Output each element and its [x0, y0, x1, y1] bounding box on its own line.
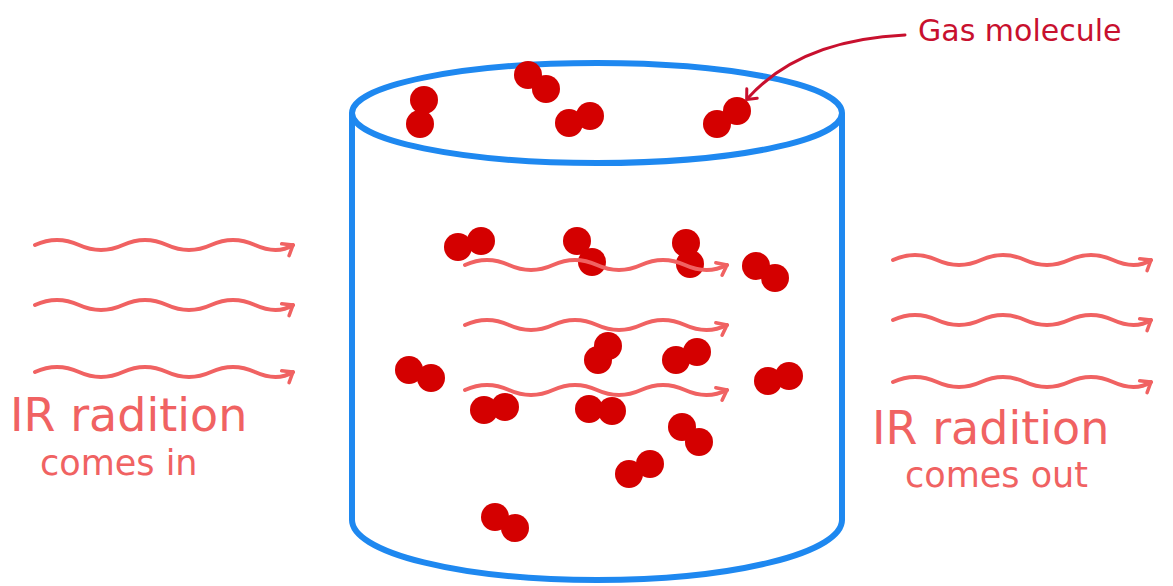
ir-radiation-arrows: [35, 240, 1151, 395]
callout-label: Gas molecule: [918, 16, 1121, 46]
radiation-label: comes out: [905, 458, 1088, 493]
leader-arrow: [748, 35, 905, 98]
cylinder: [352, 63, 842, 580]
radiation-label: comes in: [40, 446, 198, 481]
radiation-label: IR radition: [10, 392, 247, 438]
gas-molecules: [395, 61, 803, 542]
radiation-label: IR radition: [872, 405, 1109, 451]
